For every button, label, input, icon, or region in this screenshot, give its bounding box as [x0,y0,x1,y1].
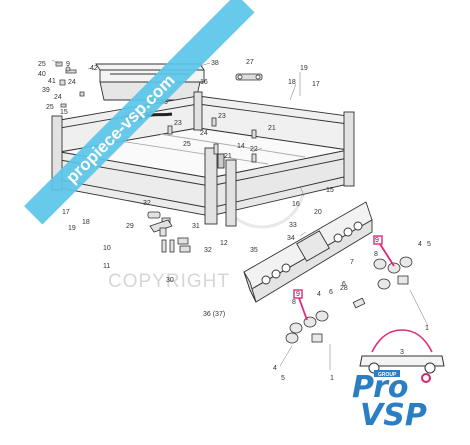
callout: 11 [103,263,110,270]
callout: 25 [183,141,191,148]
callout: 6 [342,281,346,288]
callout: 38 [211,60,219,67]
callout: 25 [46,104,54,111]
callout: 16 [200,79,208,86]
callout: 12 [220,240,228,247]
callout: 36 (37) [203,311,225,318]
callout: 27 [246,59,254,66]
callout: 39 [42,87,50,94]
group-label: GROUP [378,372,397,378]
callout: 30 [166,277,174,284]
callout: 32 [204,247,212,254]
callout: 14 [237,143,245,150]
callout: 24 [200,130,208,137]
callout: 19 [68,225,76,232]
callout: 4 [273,365,277,372]
callout: 33 [289,222,297,229]
car-icon [359,329,445,374]
callout: 5 [281,375,285,382]
highlight-line-right [379,243,395,267]
callout: 31 [192,223,200,230]
callout: 10 [103,245,111,252]
callout: 9 [296,291,300,298]
latch-part [235,73,263,81]
callout: 6 [329,289,333,296]
callout: 28 [340,285,348,292]
callout: 17 [312,81,320,88]
callout: 18 [82,219,90,226]
callout: 18 [288,79,296,86]
callout: 19 [300,65,308,72]
callout: 21 [224,153,232,160]
callout: 34 [287,235,295,242]
callout: 16 [292,201,300,208]
callout: 24 [68,79,76,86]
callout: 4 [317,291,321,298]
callout: 24 [54,94,62,101]
callout: 7 [350,259,354,266]
callout: 1 [330,375,334,382]
highlight-box-left [293,289,303,299]
callout: 29 [126,223,134,230]
leader-lines [51,59,429,370]
callout: 25 [38,61,46,68]
callout: 8 [292,299,296,306]
callout: 9 [375,237,379,244]
highlight-box-right [373,235,383,245]
provsp-logo: 3 GROUP Pro VSP [352,329,445,433]
highlighted-parts [293,235,395,321]
callout: 8 [374,251,378,258]
callout: 32 [143,200,151,207]
callout: 35 [250,247,258,254]
callout: 1 [425,325,429,332]
rear-light-panel [243,201,373,303]
hardware-cluster-lower-left [147,211,191,253]
floor-bolts [167,117,257,163]
callout: 21 [268,125,276,132]
logo-word-pro: Pro [352,370,408,405]
hardware-cluster-top-left [55,61,85,108]
callout: 15 [326,187,334,194]
lamp-assemblies [285,256,413,344]
callout: 22 [250,146,258,153]
callout: 23 [174,120,182,127]
callout: 20 [314,209,322,216]
copyright-watermark: COPYRIGHT [108,271,230,292]
callout: 23 [218,113,226,120]
callout: 4 [418,241,422,248]
logo-word-vsp: VSP [360,398,427,433]
callout: 17 [62,209,70,216]
banner-background [24,0,255,225]
group-bar [374,370,400,377]
callout: 9 [66,61,70,68]
callout: 40 [38,71,46,78]
highlight-line-left [298,297,308,321]
callout: 42 [90,65,98,72]
callout: 15 [60,109,68,116]
callout: 41 [48,78,56,85]
car-number: 3 [400,349,404,356]
callout-labels: 25 40 41 39 25 9 42 24 24 15 38 27 19 16… [38,59,431,382]
logo-dot-icon [421,373,431,383]
callout: 5 [427,241,431,248]
